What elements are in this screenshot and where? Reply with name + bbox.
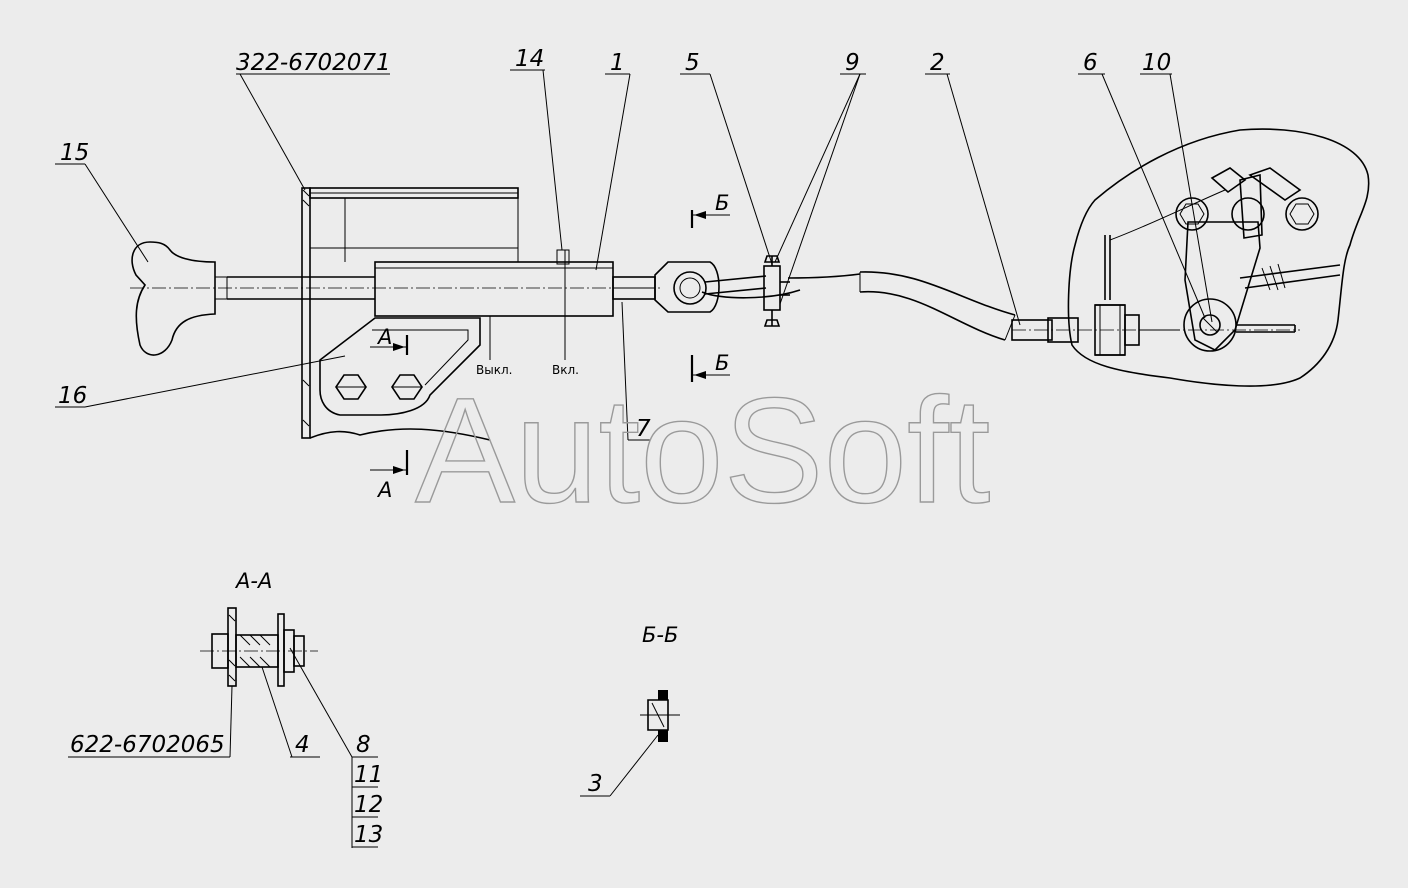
- section-bb-title: Б-Б: [642, 623, 678, 647]
- callout-14: 14: [515, 46, 544, 72]
- section-markers: [370, 210, 730, 475]
- callout-4: 4: [295, 732, 310, 758]
- section-aa-title: А-А: [234, 569, 272, 593]
- callout-6: 6: [1083, 50, 1098, 76]
- section-a-mark-top: А: [376, 325, 392, 349]
- clevis-eye: [654, 261, 720, 313]
- hex-bolts: [335, 374, 423, 400]
- callout-7: 7: [636, 416, 651, 442]
- clamp-5: [763, 255, 790, 327]
- section-b-mark-bottom: Б: [715, 351, 729, 375]
- label-on: Вкл.: [552, 363, 579, 377]
- label-off: Выкл.: [476, 363, 512, 377]
- section-a-mark-bottom: А: [376, 478, 392, 502]
- callout-12: 12: [354, 792, 383, 818]
- callout-2: 2: [930, 50, 945, 76]
- callout-3: 3: [588, 771, 603, 797]
- rod: [130, 276, 660, 300]
- callout-15: 15: [60, 140, 89, 166]
- callout-10: 10: [1142, 50, 1171, 76]
- callout-13: 13: [354, 822, 383, 848]
- callout-5: 5: [685, 50, 700, 76]
- cable-2: [701, 271, 1300, 343]
- callout-1: 1: [610, 50, 625, 76]
- section-aa-detail: [200, 607, 318, 687]
- section-b-mark-top: Б: [715, 191, 729, 215]
- panel-bracket: [301, 187, 519, 441]
- callout-322-6702071: 322-6702071: [236, 50, 391, 76]
- callout-11: 11: [354, 762, 383, 788]
- watermark: AutoSoft: [415, 366, 990, 534]
- callout-16: 16: [58, 383, 87, 409]
- callout-622-6702065: 622-6702065: [70, 732, 225, 758]
- callout-9: 9: [845, 50, 860, 76]
- carburettor: [1067, 128, 1370, 387]
- section-bb-detail: [640, 690, 680, 742]
- callout-8: 8: [356, 732, 371, 758]
- sleeve-1: [374, 249, 656, 360]
- leader-lines: [55, 69, 1213, 848]
